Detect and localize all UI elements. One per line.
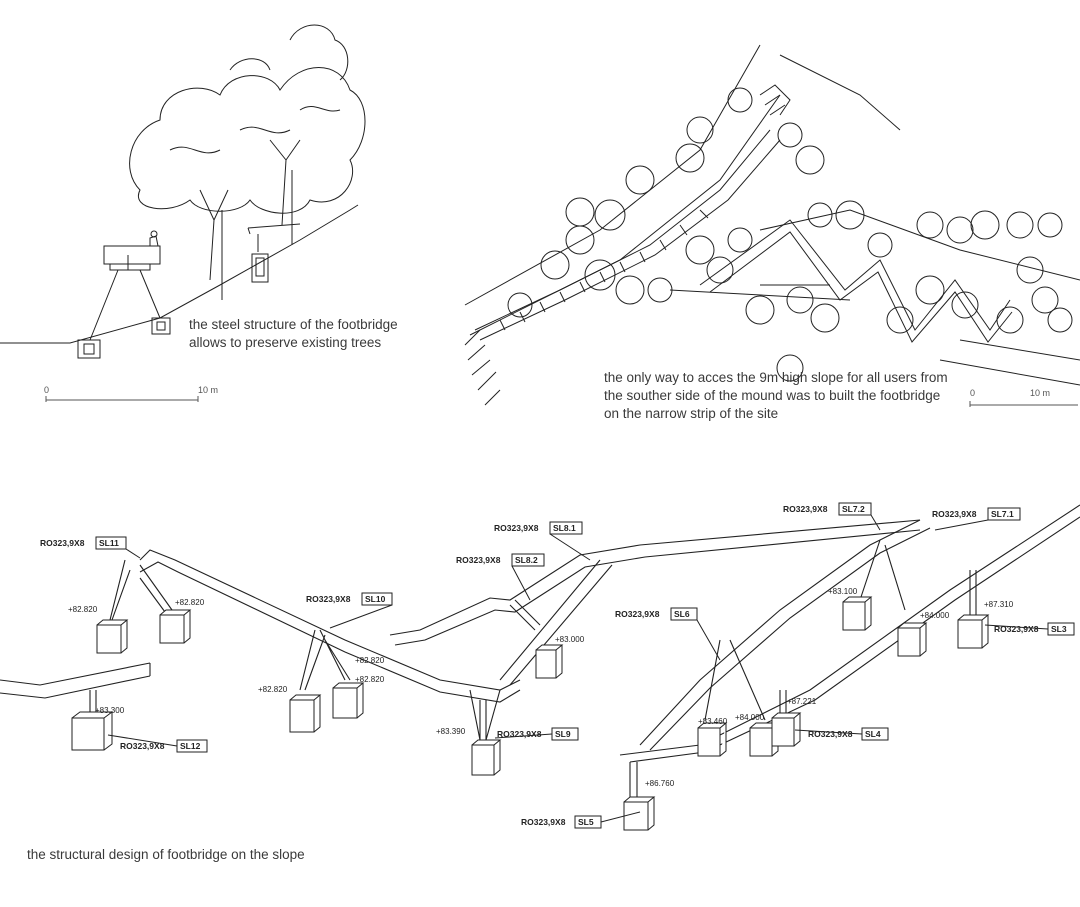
zigzag-ramp bbox=[699, 219, 1011, 331]
foundation-block bbox=[623, 796, 656, 831]
elevation-label: +83.100 bbox=[828, 587, 858, 596]
foundation-pad bbox=[251, 253, 269, 283]
member-tag: SL4 bbox=[865, 729, 881, 739]
elevation-label: +87.221 bbox=[787, 697, 817, 706]
member-profile: RO323,9X8 bbox=[808, 729, 853, 739]
foundation-block bbox=[749, 722, 780, 757]
member-profile: RO323,9X8 bbox=[783, 504, 828, 514]
member-tag: SL12 bbox=[180, 741, 201, 751]
member-profile: RO323,9X8 bbox=[932, 509, 977, 519]
member-profile: RO323,9X8 bbox=[615, 609, 660, 619]
member-tag: SL5 bbox=[578, 817, 594, 827]
axonometric-caption: the structural design of footbridge on t… bbox=[27, 847, 305, 862]
elevation-label: +82.820 bbox=[355, 656, 385, 665]
member-tag: SL9 bbox=[555, 729, 571, 739]
elevation-label: +87.310 bbox=[984, 600, 1014, 609]
plan-caption: the only way to acces the 9m high slope … bbox=[604, 370, 948, 421]
member-tag: SL8.1 bbox=[553, 523, 576, 533]
member-tag: SL6 bbox=[674, 609, 690, 619]
elevation-label: +82.820 bbox=[355, 675, 385, 684]
foundation-block bbox=[96, 619, 129, 654]
member-tag: SL7.1 bbox=[991, 509, 1014, 519]
tree-canopy bbox=[129, 67, 366, 214]
scale-bar-start: 0 bbox=[44, 385, 49, 395]
foundation-pad bbox=[151, 317, 171, 335]
elevation-label: +86.760 bbox=[645, 779, 675, 788]
elevation-label: +84.000 bbox=[920, 611, 950, 620]
member-profile: RO323,9X8 bbox=[494, 523, 539, 533]
elevation-label: +84.000 bbox=[735, 713, 765, 722]
foundation-block bbox=[842, 596, 873, 631]
member-tag: SL11 bbox=[99, 538, 119, 548]
section-caption: the steel structure of the footbridge al… bbox=[189, 317, 398, 350]
footbridge-tube bbox=[0, 662, 151, 699]
elevation-label: +83.000 bbox=[555, 635, 585, 644]
member-profile: RO323,9X8 bbox=[521, 817, 566, 827]
elevation-label: +83.300 bbox=[95, 706, 125, 715]
member-profile: RO323,9X8 bbox=[994, 624, 1039, 634]
foundation-block bbox=[159, 609, 192, 644]
elevation-label: +82.820 bbox=[175, 598, 205, 607]
member-tag: SL10 bbox=[365, 594, 386, 604]
scale-bar bbox=[969, 401, 1078, 407]
elevation-label: +82.820 bbox=[68, 605, 98, 614]
member-profile: RO323,9X8 bbox=[456, 555, 501, 565]
foundation-block bbox=[535, 644, 564, 679]
foundation-block bbox=[471, 739, 502, 776]
elevation-label: +82.820 bbox=[258, 685, 288, 694]
scale-bar-start: 0 bbox=[970, 388, 975, 398]
foundation-block bbox=[289, 694, 322, 733]
member-tag: SL7.2 bbox=[842, 504, 865, 514]
ground-line bbox=[0, 204, 359, 344]
member-profile: RO323,9X8 bbox=[497, 729, 542, 739]
bridge-deck-section bbox=[103, 245, 161, 265]
scale-bar-end: 10 m bbox=[1030, 388, 1050, 398]
foundation-block bbox=[897, 622, 928, 657]
foundation-block bbox=[332, 682, 365, 719]
foundation-block bbox=[957, 614, 990, 649]
member-profile: RO323,9X8 bbox=[120, 741, 165, 751]
member-profile: RO323,9X8 bbox=[40, 538, 85, 548]
tree-trunk bbox=[269, 139, 301, 245]
tree-trunk bbox=[199, 189, 229, 300]
foundation-block bbox=[71, 711, 114, 751]
scale-bar bbox=[45, 396, 199, 402]
foundation-block bbox=[697, 722, 728, 757]
foundation-pad bbox=[77, 339, 101, 359]
member-tag: SL3 bbox=[1051, 624, 1067, 634]
member-profile: RO323,9X8 bbox=[306, 594, 351, 604]
elevation-label: +83.390 bbox=[436, 727, 466, 736]
scale-bar-end: 10 m bbox=[198, 385, 218, 395]
member-tag: SL8.2 bbox=[515, 555, 538, 565]
elevation-label: +83.460 bbox=[698, 717, 728, 726]
foundation-block bbox=[771, 712, 802, 747]
